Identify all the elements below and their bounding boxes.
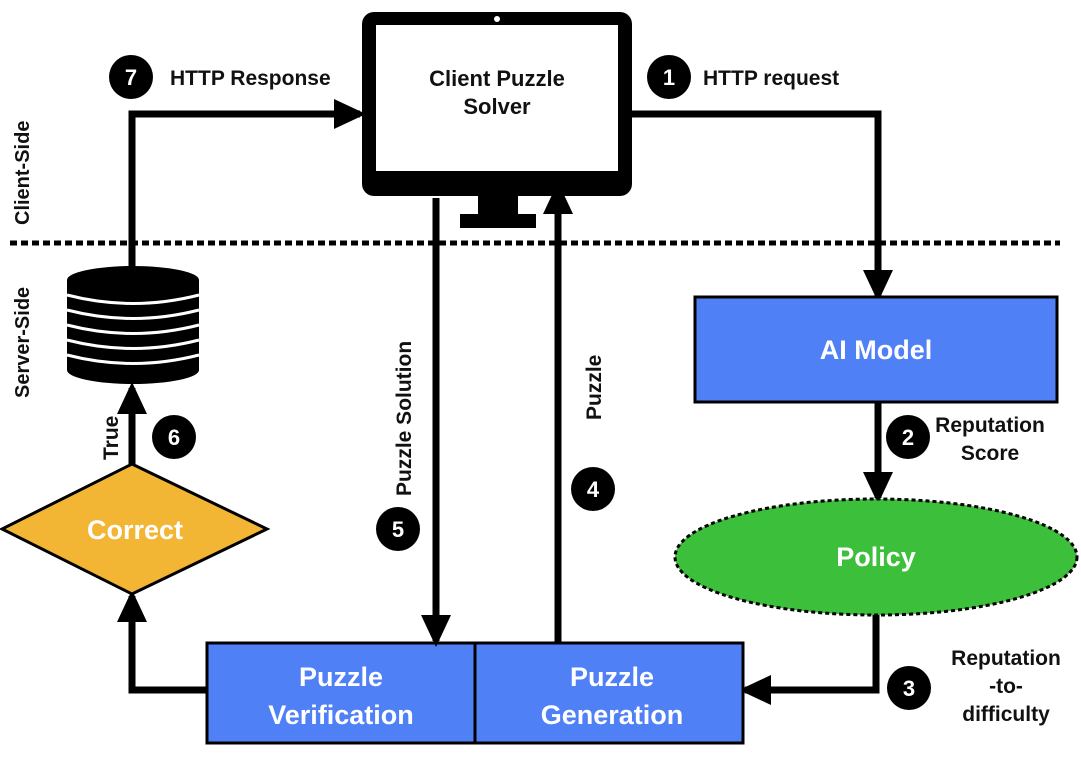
correct-label: Correct (87, 515, 183, 545)
monitor-title-line2: Solver (463, 94, 531, 119)
step-4-label: Puzzle (583, 355, 606, 420)
step-3-label-line1: Reputation (951, 647, 1061, 670)
step-badge-2-number: 2 (902, 425, 914, 450)
step-badge-5-number: 5 (392, 517, 404, 542)
step-5-label: Puzzle Solution (393, 341, 416, 496)
step-6-label: True (100, 416, 123, 460)
step-3-label-line3: difficulty (962, 703, 1050, 726)
server-side-label: Server-Side (12, 287, 34, 398)
puzzle-verification-line2: Verification (268, 700, 414, 730)
edge-http-response (128, 99, 366, 266)
step-badge-5 (376, 507, 420, 551)
edge-http-request (630, 110, 893, 302)
edge-reputation-to-difficulty (739, 615, 880, 705)
step-badge-7-number: 7 (125, 65, 137, 90)
step-badge-1-number: 1 (663, 65, 675, 90)
step-badge-6 (152, 415, 196, 459)
step-badge-1 (647, 55, 691, 99)
puzzle-generation-line2: Generation (541, 700, 684, 730)
client-side-label: Client-Side (12, 121, 34, 225)
step-2-label-line2: Score (961, 442, 1019, 465)
monitor-icon (362, 12, 632, 228)
correct-diamond (0, 462, 271, 596)
monitor-title-line1: Client Puzzle (429, 66, 565, 91)
step-badge-6-number: 6 (168, 425, 180, 450)
step-badge-4-number: 4 (587, 477, 600, 502)
step-7-label: HTTP Response (170, 67, 331, 90)
step-badge-2 (886, 415, 930, 459)
ai-model-label: AI Model (820, 335, 933, 365)
step-badge-3-number: 3 (903, 676, 915, 701)
step-badge-3 (887, 666, 931, 710)
ai-model-box (693, 295, 1059, 404)
step-1-label: HTTP request (703, 67, 839, 90)
step-2-label-line1: Reputation (935, 414, 1045, 437)
puzzle-generation-line1: Puzzle (570, 662, 654, 692)
database-icon (66, 266, 200, 384)
step-badge-7 (109, 55, 153, 99)
puzzle-generation-box (473, 641, 745, 745)
policy-label: Policy (836, 542, 916, 572)
edge-verification-to-correct (117, 590, 207, 694)
step-badge-4 (571, 467, 615, 511)
puzzle-verification-line1: Puzzle (299, 662, 383, 692)
step-3-label-line2: -to- (989, 675, 1023, 698)
